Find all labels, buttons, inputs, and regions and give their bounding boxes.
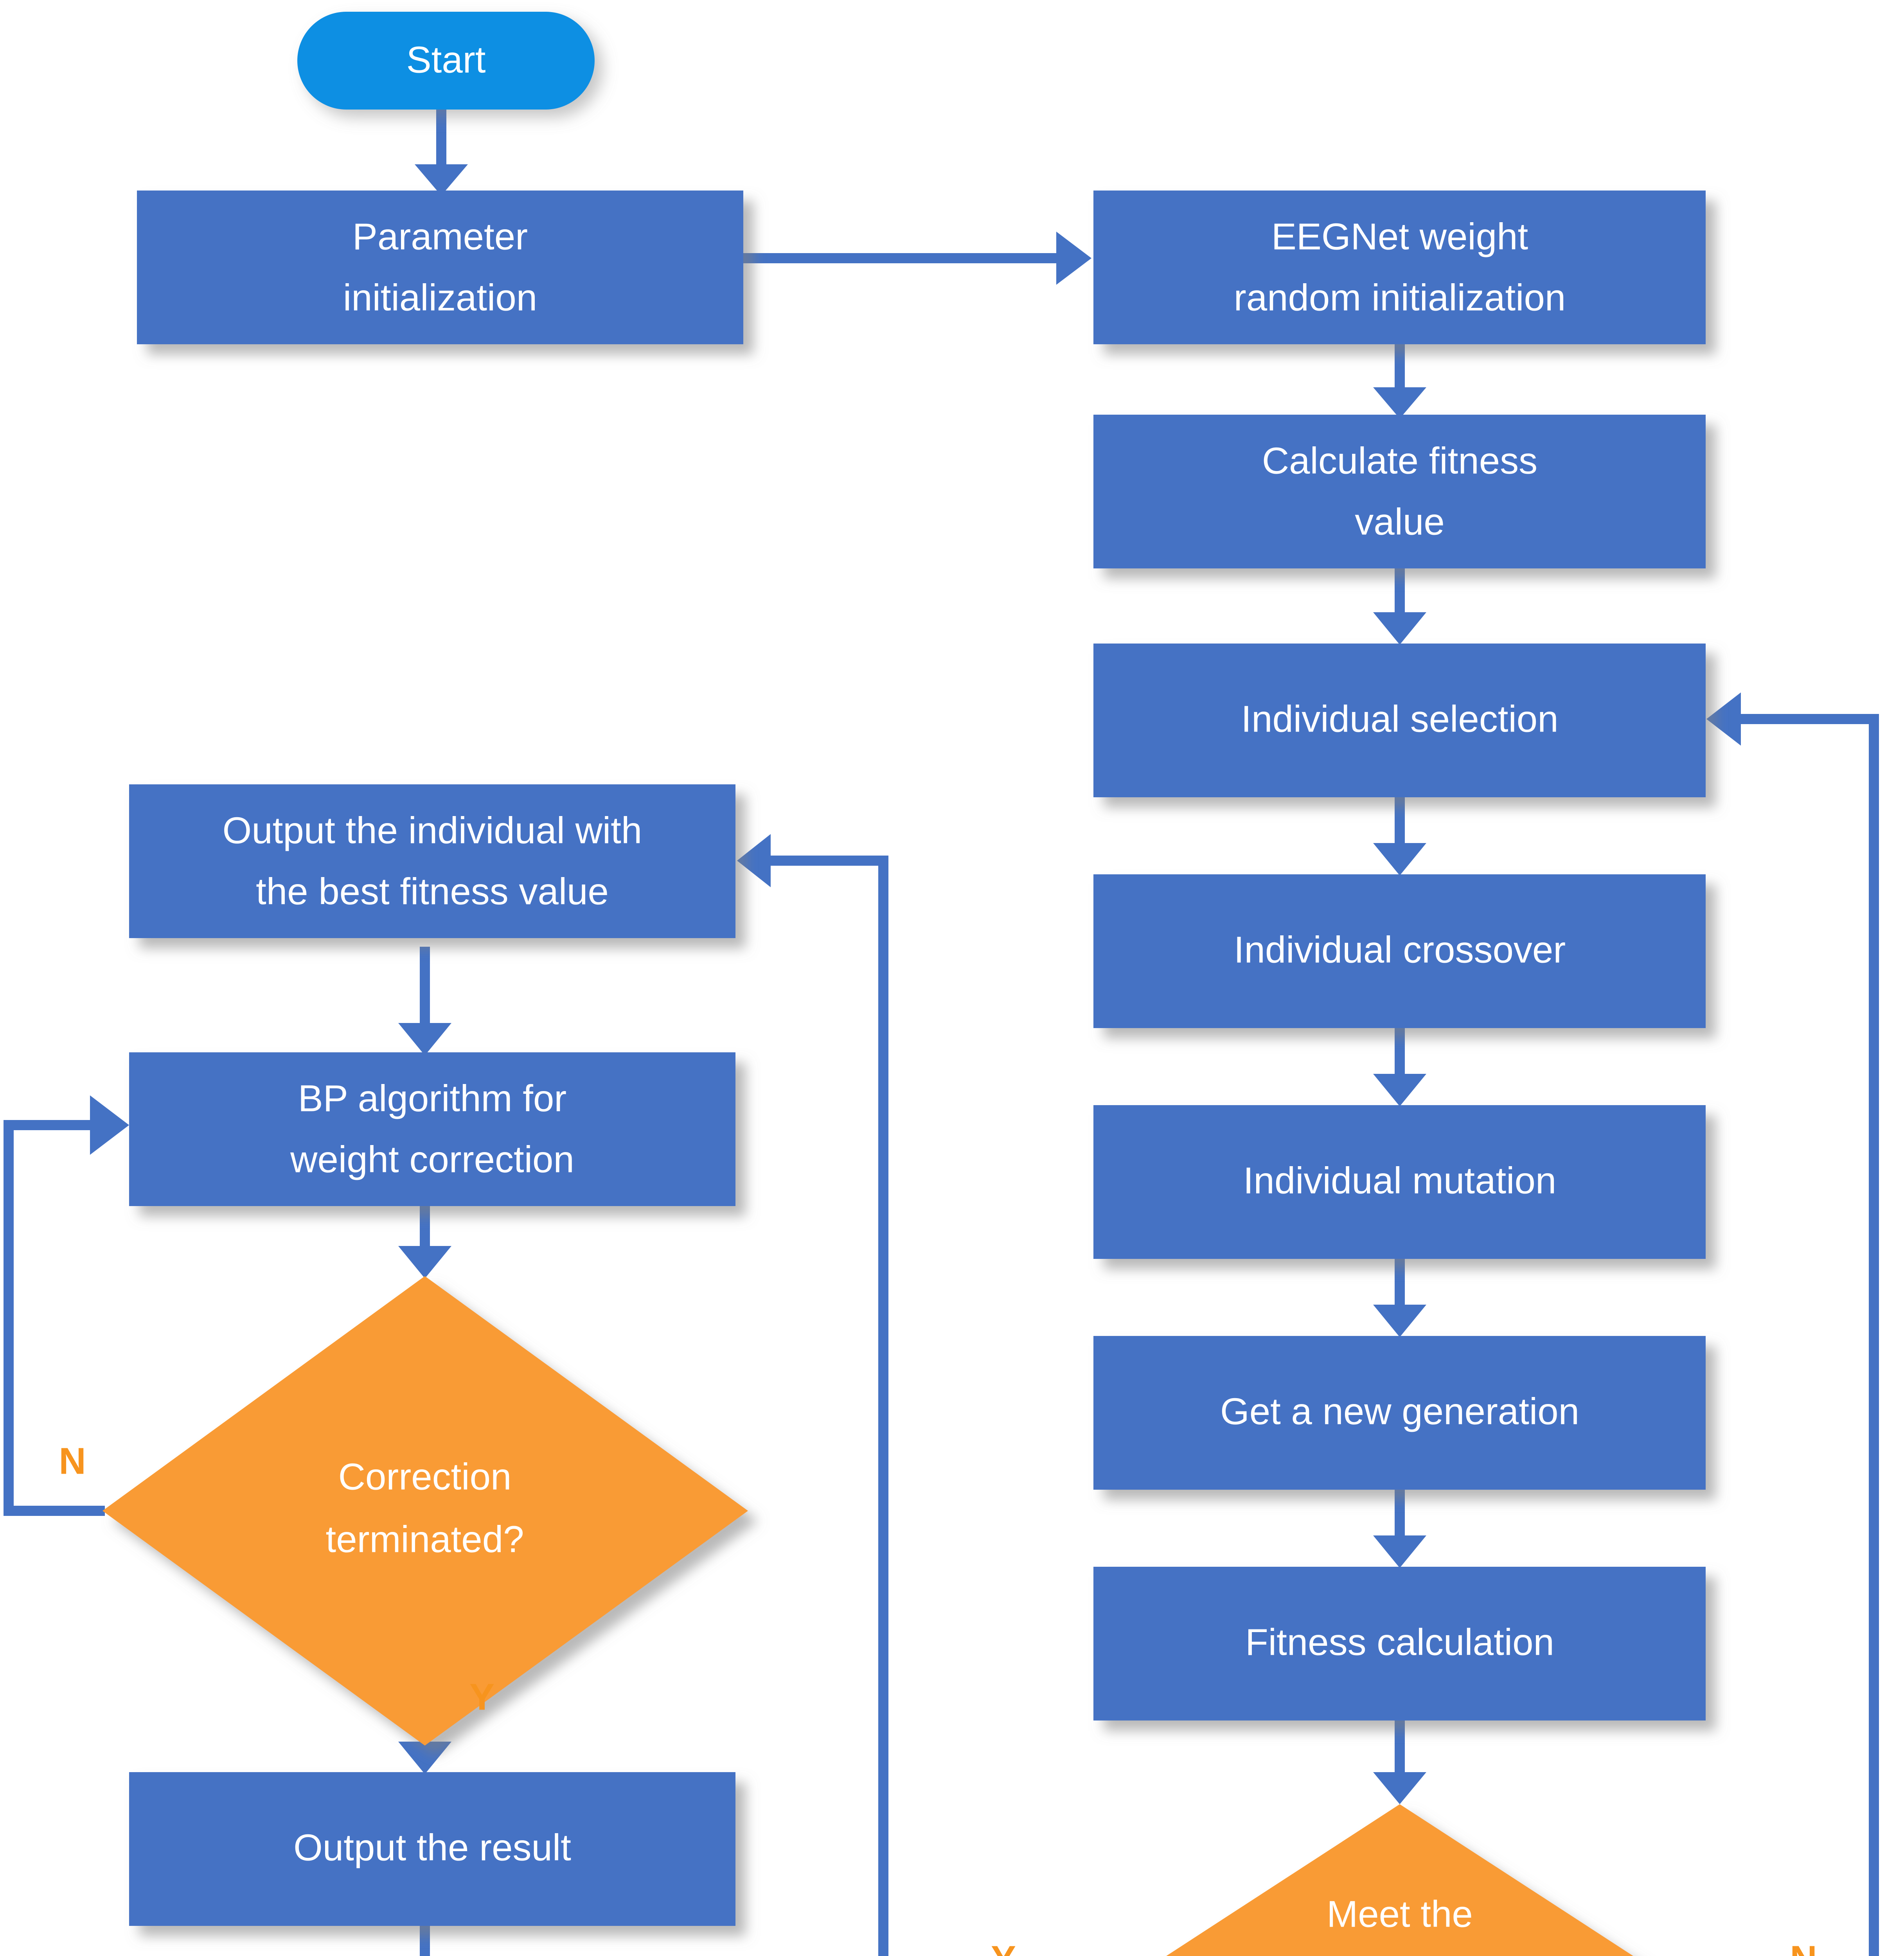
node-get-a-new-generation[interactable]: Get a new generation [1093,1336,1706,1490]
node-eegnet-weight-random-initialization-line2: random initialization [1234,277,1566,318]
node-output-best-individual[interactable]: Output the individual with the best fitn… [129,784,735,938]
node-calculate-fitness-value[interactable]: Calculate fitness value [1093,415,1706,568]
node-output-the-result[interactable]: Output the result [129,1772,735,1926]
node-individual-selection-label: Individual selection [1241,698,1558,740]
node-bp-algorithm-weight-correction[interactable]: BP algorithm for weight correction [129,1052,735,1206]
node-meet-termination-conditions-line1: Meet the [1327,1893,1473,1935]
node-correction-terminated-line2: terminated? [326,1518,524,1560]
node-bp-algorithm-line1: BP algorithm for [298,1077,567,1119]
node-individual-crossover[interactable]: Individual crossover [1093,874,1706,1028]
node-individual-mutation-label: Individual mutation [1243,1160,1556,1201]
node-individual-crossover-label: Individual crossover [1234,929,1566,971]
connector-output-result-to-end [420,1925,430,1956]
connector-fitness-calculation-to-termination-decision [1373,1717,1426,1804]
node-get-a-new-generation-label: Get a new generation [1220,1390,1579,1432]
node-start[interactable]: Start [297,12,595,110]
node-eegnet-weight-random-initialization[interactable]: EEGNet weight random initialization [1093,191,1706,344]
edge-label-termination-no: N [1790,1938,1817,1956]
node-output-best-individual-line2: the best fitness value [256,870,609,912]
connector-eegnet-init-to-calculate-fitness [1373,344,1426,419]
node-fitness-calculation-label: Fitness calculation [1245,1621,1554,1663]
connector-mutation-to-new-generation [1373,1256,1426,1337]
node-parameter-initialization-line1: Parameter [352,216,528,257]
node-eegnet-weight-random-initialization-line1: EEGNet weight [1271,216,1528,257]
connector-crossover-to-mutation [1373,1025,1426,1106]
node-correction-terminated-line1: Correction [338,1456,512,1498]
node-parameter-initialization-line2: initialization [343,277,537,318]
connector-calculate-fitness-to-individual-selection [1373,567,1426,645]
edge-label-termination-yes: Y [991,1938,1016,1956]
edge-label-correction-no: N [59,1440,86,1482]
connector-start-to-parameter-init [415,110,468,196]
connector-bp-algorithm-to-correction-decision [398,1205,451,1278]
connector-termination-no-loop-to-individual-selection [1706,692,1879,1956]
connector-correction-no-loop-to-bp-algorithm [4,1095,129,1516]
node-calculate-fitness-value-line2: value [1355,501,1445,543]
node-calculate-fitness-value-line1: Calculate fitness [1262,440,1537,482]
node-start-label: Start [406,39,486,81]
connector-parameter-init-to-eegnet-init [743,232,1091,285]
node-fitness-calculation[interactable]: Fitness calculation [1093,1567,1706,1720]
connector-termination-yes-to-output-best-individual [737,834,888,1956]
node-output-best-individual-line1: Output the individual with [223,809,642,851]
connector-individual-selection-to-crossover [1373,794,1426,876]
connector-output-best-individual-to-bp-algorithm [398,947,451,1055]
node-individual-mutation[interactable]: Individual mutation [1093,1105,1706,1259]
node-parameter-initialization[interactable]: Parameter initialization [137,191,743,344]
edge-label-correction-yes: Y [469,1676,494,1718]
node-individual-selection[interactable]: Individual selection [1093,644,1706,797]
node-output-the-result-label: Output the result [293,1827,571,1868]
connector-new-generation-to-fitness-calculation [1373,1487,1426,1568]
node-bp-algorithm-line2: weight correction [290,1138,574,1180]
node-meet-termination-conditions-decision[interactable]: Meet the termination conditions? [1087,1804,1713,1956]
node-correction-terminated-decision[interactable]: Correction terminated? [102,1276,748,1746]
